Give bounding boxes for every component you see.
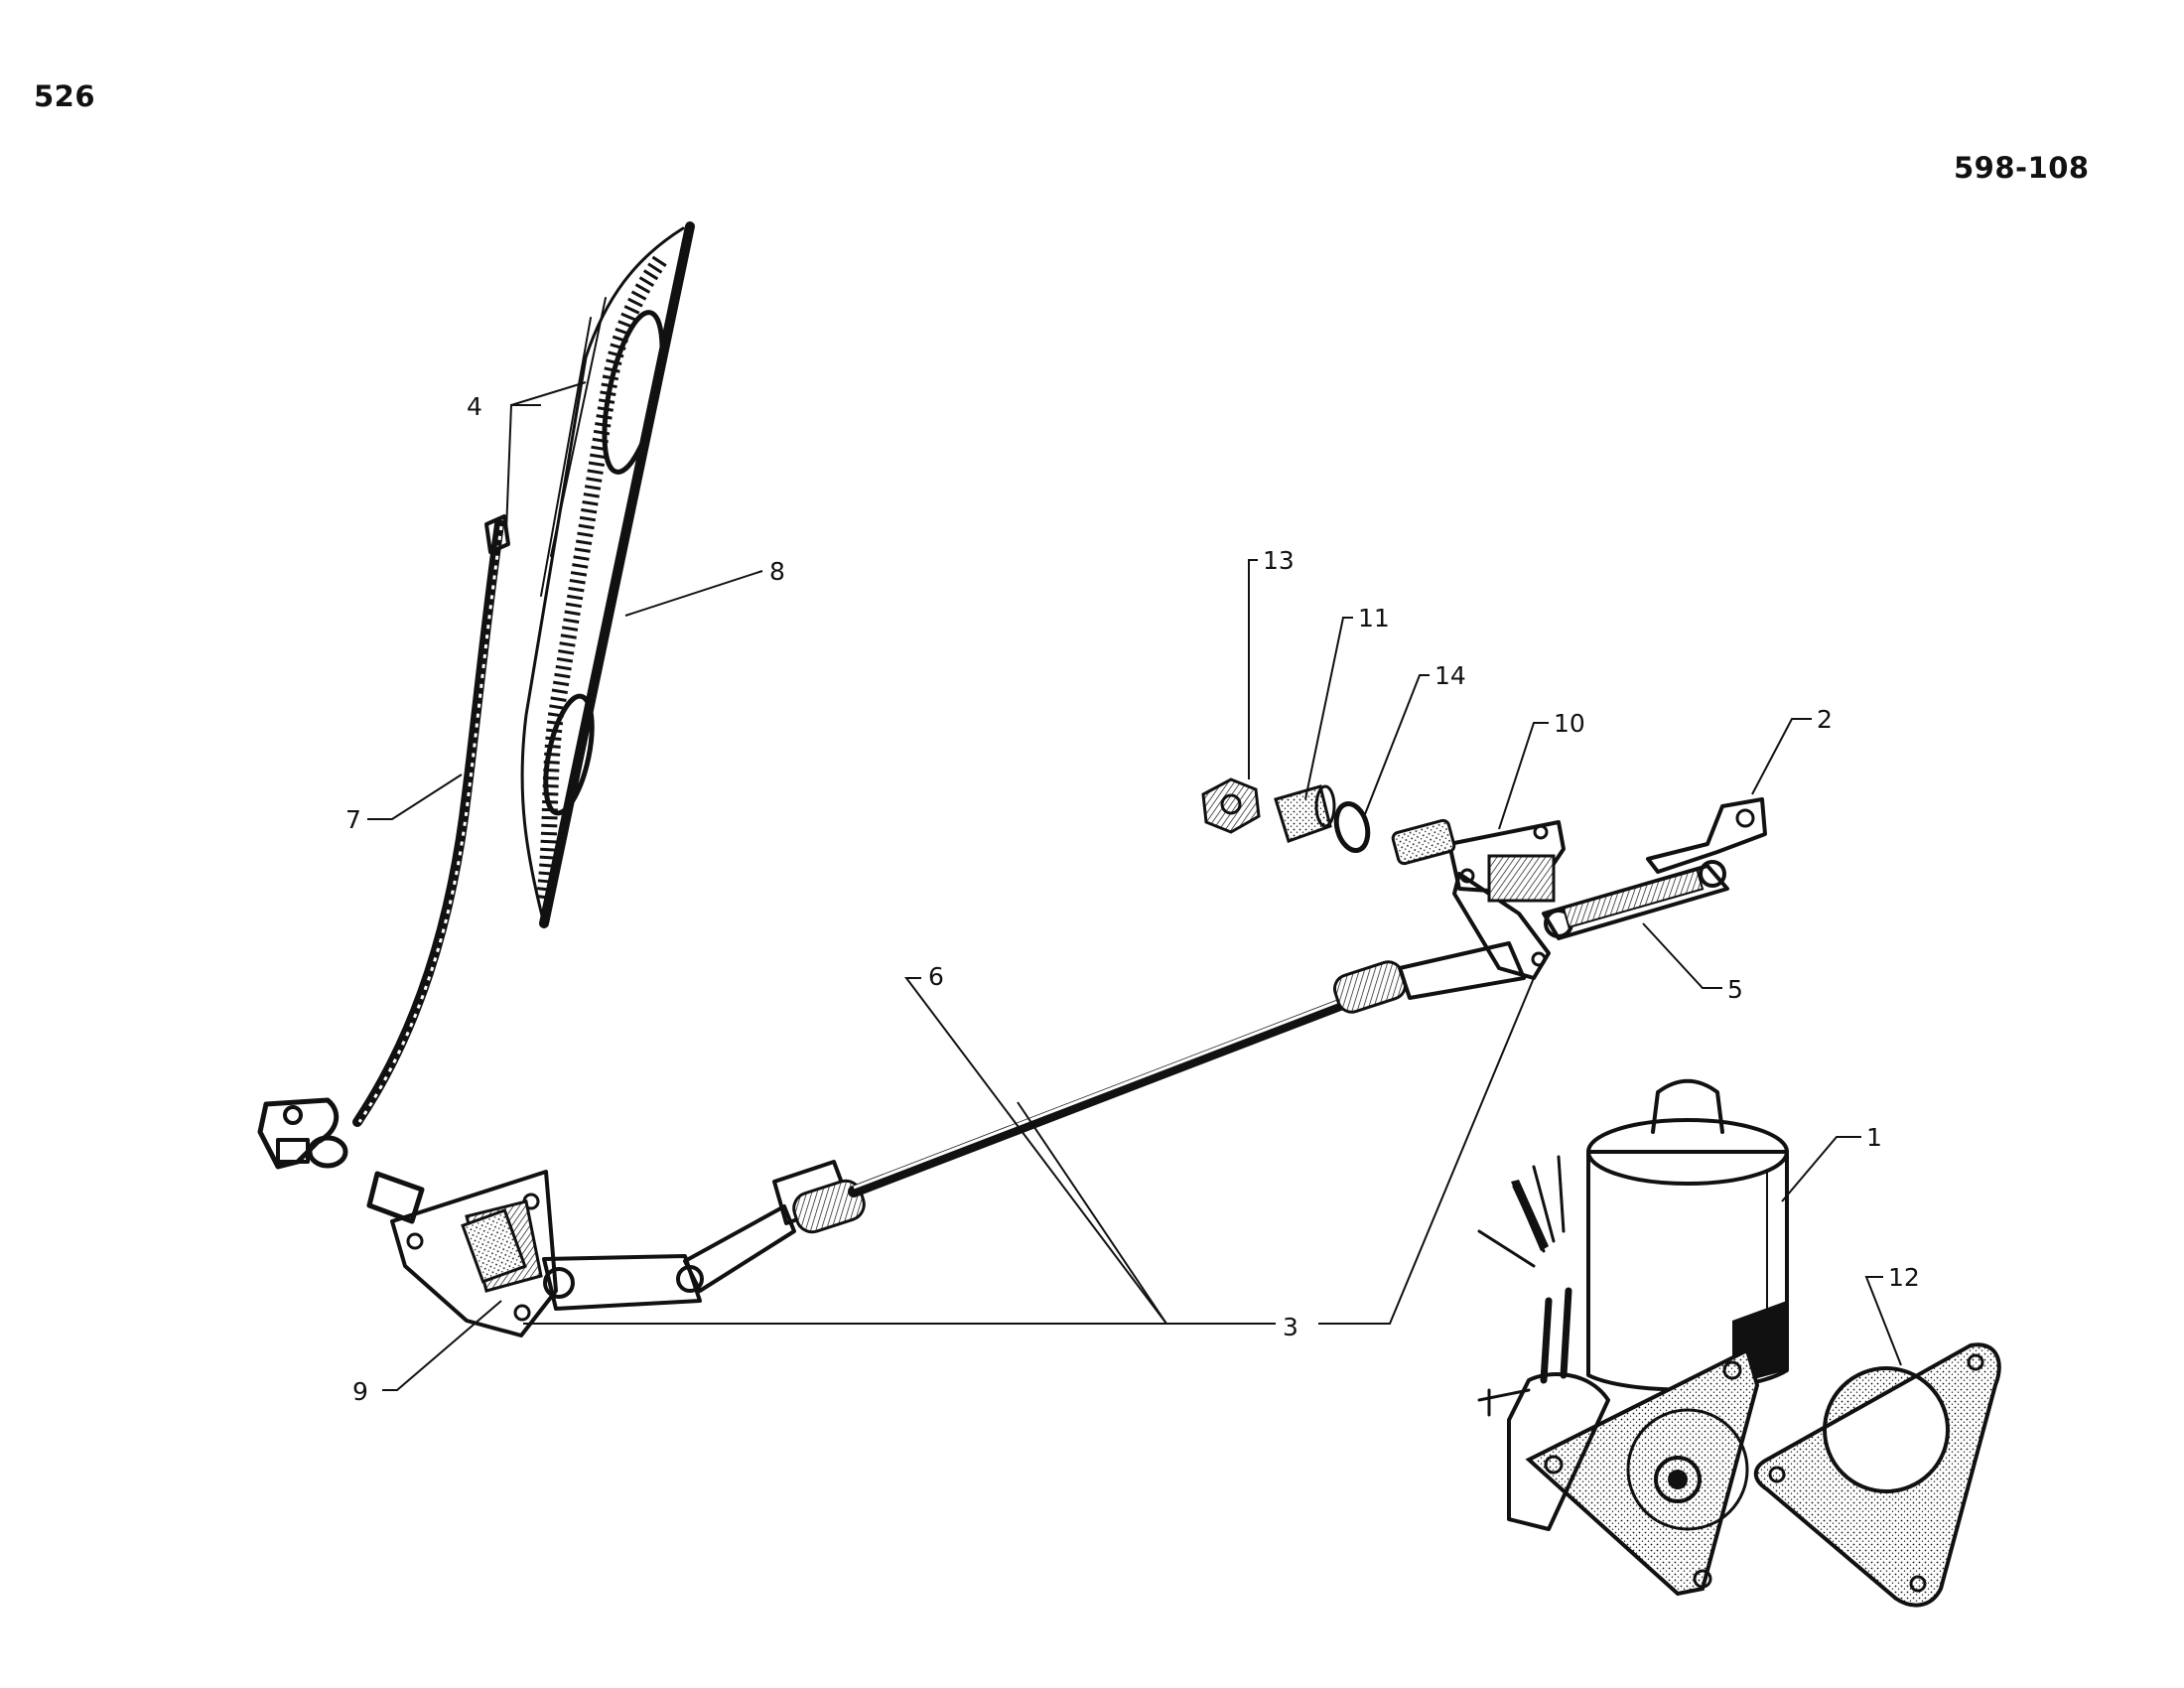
page-number: 526 [34,79,96,113]
callout-9: 9 [352,1377,368,1406]
callout-7: 7 [345,805,361,834]
callout-11: 11 [1358,604,1390,633]
callout-10: 10 [1554,709,1585,738]
right-crank-arm [1542,860,1729,940]
bush [1274,784,1336,843]
callout-8: 8 [769,557,785,586]
callout-3: 3 [1283,1313,1298,1341]
spindle-end-bracket [1646,797,1767,874]
connecting-rod [683,941,1526,1293]
wiper-arm [257,514,510,1170]
callout-1: 1 [1866,1123,1882,1152]
left-spindle-housing [366,1170,558,1337]
right-spindle-housing [1391,818,1566,980]
washer [1333,800,1371,854]
callout-5: 5 [1727,975,1743,1004]
callout-12: 12 [1888,1263,1920,1292]
wiper-motor [1477,1078,1789,1597]
left-crank-arm [542,1254,704,1311]
callouts: 1 2 3 4 5 6 7 8 9 10 11 12 13 14 [345,381,1920,1406]
motor-gasket [1753,1342,2001,1608]
callout-6: 6 [928,962,944,991]
callout-2: 2 [1817,705,1833,734]
wiper-blade [520,221,695,928]
callout-4: 4 [467,392,482,421]
callout-14: 14 [1434,661,1466,690]
callout-13: 13 [1263,546,1295,575]
plate-code: 598-108 [1954,151,2090,185]
hex-nut [1201,777,1261,834]
